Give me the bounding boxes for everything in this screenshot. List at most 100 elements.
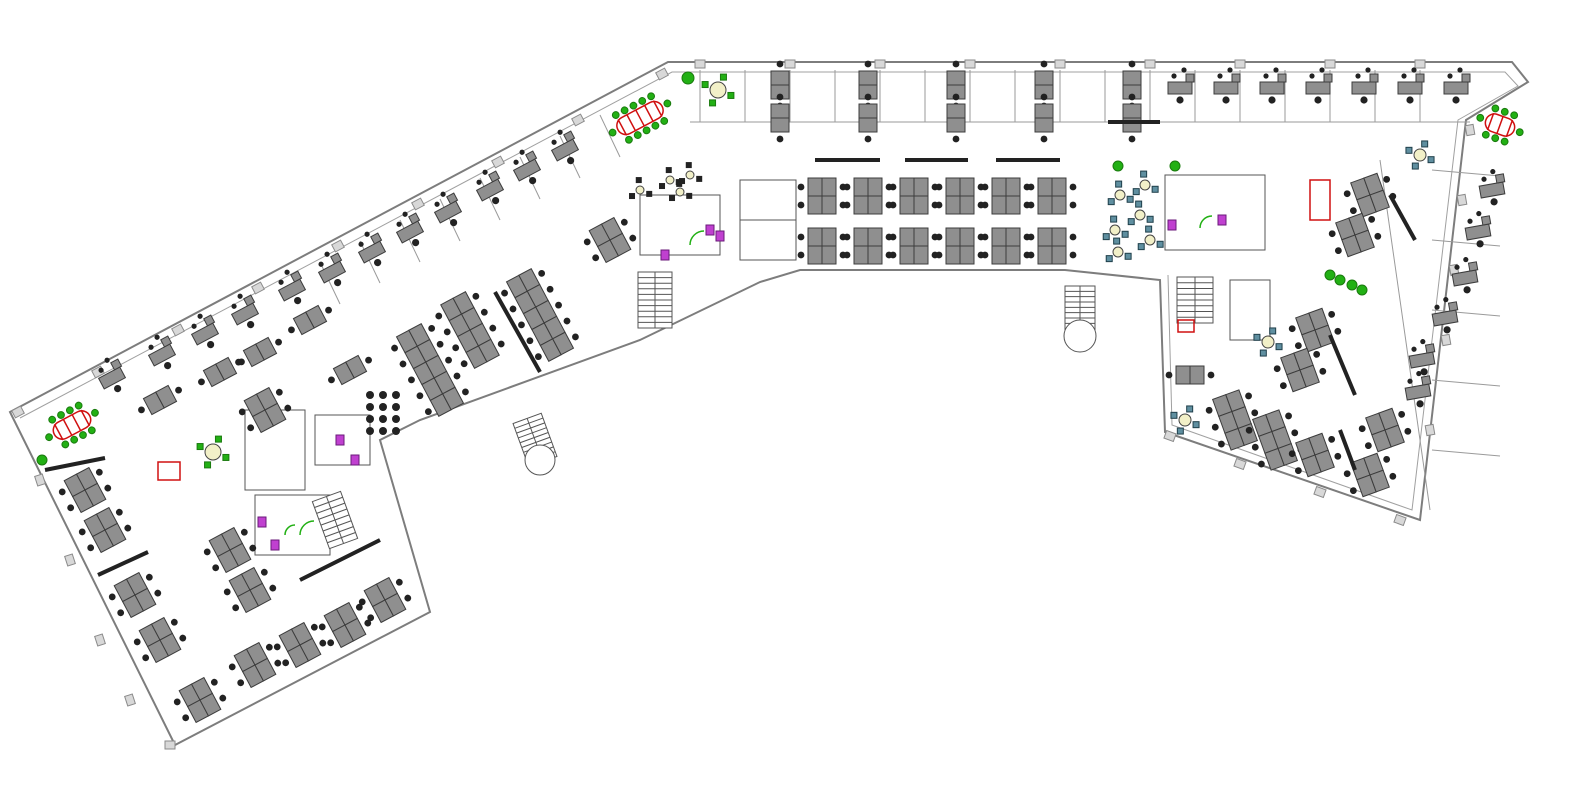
return-desk <box>1231 73 1241 83</box>
chair <box>238 358 245 366</box>
guest-chair <box>1319 67 1325 73</box>
plant <box>1112 160 1124 172</box>
desk <box>97 366 127 390</box>
chair <box>310 623 318 631</box>
chair <box>1328 435 1336 443</box>
return-desk <box>370 232 383 245</box>
chair <box>1349 487 1357 495</box>
chair <box>391 344 398 352</box>
chair <box>935 233 943 241</box>
desk <box>1037 227 1053 247</box>
desk <box>104 522 127 547</box>
return-desk <box>1480 215 1492 226</box>
sanitary-fixture <box>715 230 725 242</box>
chair <box>1140 170 1148 178</box>
table-top <box>1261 335 1275 349</box>
workstation-cluster <box>843 177 893 215</box>
private-office-desk <box>277 269 307 305</box>
return-desk <box>1277 73 1287 83</box>
private-office-desk <box>147 334 177 370</box>
partition-wall <box>1431 379 1501 387</box>
desk <box>344 617 367 642</box>
return-desk <box>1467 261 1479 272</box>
column <box>331 239 345 253</box>
desk <box>550 138 580 162</box>
workstation-cluster <box>889 177 939 215</box>
table-top <box>1114 189 1126 201</box>
return-desk <box>1447 301 1459 312</box>
guest-chair <box>1457 67 1463 73</box>
chair <box>269 584 277 592</box>
chair <box>65 406 74 415</box>
chair <box>1374 232 1382 240</box>
chair <box>889 233 897 241</box>
chair <box>222 453 230 461</box>
desk <box>959 177 975 197</box>
column <box>34 473 46 487</box>
column <box>124 693 136 707</box>
guest-chair <box>1467 218 1473 224</box>
chair <box>1040 60 1048 68</box>
column <box>1144 59 1156 69</box>
chair <box>452 344 460 352</box>
column <box>1233 457 1247 471</box>
chair <box>1145 225 1153 233</box>
workstation-cluster <box>358 576 412 624</box>
chair <box>1313 350 1321 358</box>
chair <box>1328 310 1336 318</box>
training-seat <box>392 391 400 399</box>
partition-wall <box>399 219 421 263</box>
column <box>491 155 505 169</box>
chair <box>686 192 693 199</box>
partition-wall <box>599 114 621 158</box>
chair <box>247 424 255 432</box>
desk <box>299 637 322 662</box>
lounge-table <box>1105 237 1132 263</box>
desk <box>946 103 966 119</box>
desk <box>1051 245 1067 265</box>
training-seat <box>392 427 400 435</box>
chair <box>196 443 204 451</box>
table-seam <box>643 105 654 122</box>
workstation-cluster <box>770 93 790 143</box>
chair <box>114 384 122 393</box>
chair <box>1328 230 1336 238</box>
column <box>874 59 886 69</box>
guest-chair <box>1407 378 1413 384</box>
column <box>1440 333 1452 347</box>
chair <box>450 218 458 227</box>
desk <box>913 195 929 215</box>
chair <box>1490 198 1498 206</box>
desk <box>867 245 883 265</box>
chair <box>1192 421 1200 429</box>
chair <box>935 251 943 259</box>
chair <box>237 679 245 687</box>
guest-chair <box>1447 73 1453 79</box>
lounge-table <box>1132 170 1159 196</box>
chair <box>1427 156 1435 164</box>
desk <box>1443 81 1469 95</box>
lounge-table <box>1253 327 1283 357</box>
chair <box>1389 472 1397 480</box>
chair <box>355 603 363 611</box>
plant <box>1334 274 1346 286</box>
chair <box>358 598 366 606</box>
desk <box>1122 103 1142 119</box>
workstation-cluster <box>981 177 1031 215</box>
plant <box>1169 160 1181 172</box>
column <box>11 405 25 419</box>
guest-chair <box>191 323 197 329</box>
column <box>94 633 106 647</box>
chair <box>669 195 676 202</box>
chair <box>843 183 851 191</box>
desk <box>229 542 252 567</box>
chair <box>198 378 205 386</box>
chair <box>1105 255 1113 263</box>
chair <box>58 488 66 496</box>
desk <box>991 177 1007 197</box>
desk <box>249 582 272 607</box>
conference-table <box>45 401 99 449</box>
door-swing <box>299 520 315 536</box>
desk <box>1034 103 1054 119</box>
desk <box>853 227 869 247</box>
